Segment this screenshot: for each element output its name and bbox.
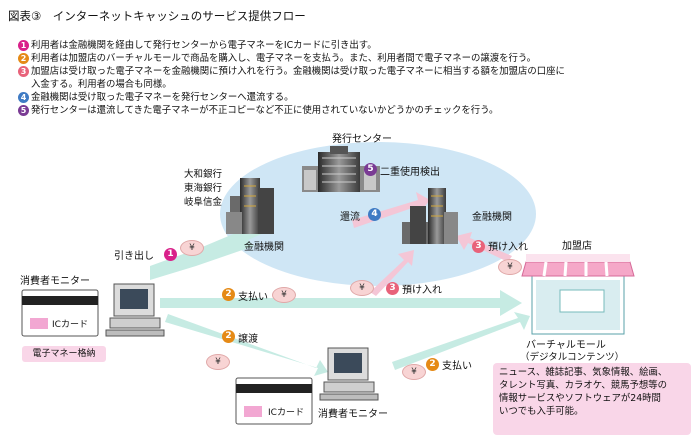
virtual-mall-label: バーチャルモール	[526, 340, 606, 351]
deposit-label-mid: 預け入れ	[402, 285, 442, 296]
ic-card-label-top: ICカード	[52, 320, 88, 330]
ic-card-label-bottom: ICカード	[268, 408, 304, 418]
bank-name-tokai: 東海銀行	[184, 183, 223, 194]
step-number-badge: 3	[18, 66, 29, 77]
ic-card-bottom	[235, 377, 313, 425]
yen-coin: ¥	[272, 287, 296, 303]
transfer-label: 譲渡	[238, 334, 258, 345]
double-use-detection-label: 二重使用検出	[380, 167, 440, 178]
shop-building	[521, 254, 635, 335]
step-4-marker: 4	[368, 208, 381, 221]
description-line: ニュース、雑誌記事、気象情報、絵画、	[499, 367, 668, 378]
consumer-monitor-label-top: 消費者モニター	[20, 276, 90, 287]
yen-coin: ¥	[498, 259, 522, 275]
payment-arrow-top	[160, 290, 522, 316]
step-2-marker: 2	[222, 288, 235, 301]
bank-buildings-left	[226, 178, 274, 234]
step-text-continued: 入金する。利用者の場合も同様。	[31, 79, 172, 90]
withdraw-label: 引き出し	[114, 251, 154, 262]
step-3-marker: 3	[386, 282, 399, 295]
step-2-marker: 2	[222, 330, 235, 343]
transfer-arrow	[165, 314, 328, 376]
deposit-arrow-mid	[370, 250, 414, 296]
step-2: 2 利用者は加盟店のバーチャルモールで商品を購入し、電子マネーを支払う。また、利…	[18, 52, 698, 65]
step-5-marker: 5	[364, 163, 377, 176]
description-line: いつでも入手可能。	[499, 406, 584, 417]
return-label: 還流	[340, 212, 360, 223]
yen-coin: ¥	[350, 280, 374, 296]
step-number-badge: 1	[18, 40, 29, 51]
bank-label-left: 金融機関	[244, 242, 284, 253]
withdraw-arrow	[150, 222, 266, 280]
payment-label-top: 支払い	[238, 292, 268, 303]
yen-coin: ¥	[206, 354, 230, 370]
deposit-label-top: 預け入れ	[488, 242, 528, 253]
step-number-badge: 5	[18, 105, 29, 116]
step-text: 加盟店は受け取った電子マネーを金融機関に預け入れを行う。金融機関は受け取った電子…	[31, 66, 565, 77]
payment-label-bottom: 支払い	[442, 361, 472, 372]
step-text: 利用者は加盟店のバーチャルモールで商品を購入し、電子マネーを支払う。また、利用者…	[31, 53, 537, 64]
issuing-center-label: 発行センター	[332, 134, 392, 145]
step-text: 利用者は金融機関を経由して発行センターから電子マネーをICカードに引き出す。	[31, 40, 377, 51]
step-text: 金融機関は受け取った電子マネーを発行センターへ還流する。	[31, 92, 294, 103]
step-2-marker: 2	[426, 358, 439, 371]
step-4: 4 金融機関は受け取った電子マネーを発行センターへ還流する。	[18, 91, 698, 104]
step-number-badge: 4	[18, 92, 29, 103]
step-text: 発行センターは還流してきた電子マネーが不正コピーなど不正に使用されていないかどう…	[31, 105, 499, 116]
payment-arrow-bottom	[392, 312, 530, 370]
page-title: 図表③ インターネットキャッシュのサービス提供フロー	[8, 9, 306, 23]
step-list: 1 利用者は金融機関を経由して発行センターから電子マネーをICカードに引き出す。…	[18, 39, 698, 117]
step-3: 3 加盟店は受け取った電子マネーを金融機関に預け入れを行う。金融機関は受け取った…	[18, 65, 698, 91]
description-line: 情報サービスやソフトウェアが24時間	[499, 393, 661, 404]
step-number-badge: 2	[18, 53, 29, 64]
bank-name-gifu: 岐阜信金	[184, 197, 223, 208]
bank-name-daiwa: 大和銀行	[184, 169, 223, 180]
consumer-monitor-label-bottom: 消費者モニター	[318, 409, 388, 420]
bank-label-right: 金融機関	[472, 212, 512, 223]
description-line: タレント写真、カラオケ、競馬予想等の	[499, 380, 668, 391]
step-3-marker: 3	[472, 240, 485, 253]
ic-card-top	[21, 289, 99, 337]
step-1: 1 利用者は金融機関を経由して発行センターから電子マネーをICカードに引き出す。	[18, 39, 698, 52]
step-5: 5 発行センターは還流してきた電子マネーが不正コピーなど不正に使用されていないか…	[18, 104, 698, 117]
computer-icon-bottom	[319, 347, 379, 401]
digital-contents-label: （デジタルコンテンツ）	[520, 352, 625, 363]
yen-coin: ¥	[180, 240, 204, 256]
computer-icon-top	[105, 283, 165, 337]
step-1-marker: 1	[164, 248, 177, 261]
e-money-storage-badge: 電子マネー格納	[22, 346, 106, 362]
yen-coin: ¥	[402, 364, 426, 380]
bank-buildings-right	[402, 188, 458, 244]
shop-label: 加盟店	[562, 241, 592, 252]
content-description-box: ニュース、雑誌記事、気象情報、絵画、 タレント写真、カラオケ、競馬予想等の 情報…	[493, 363, 691, 435]
